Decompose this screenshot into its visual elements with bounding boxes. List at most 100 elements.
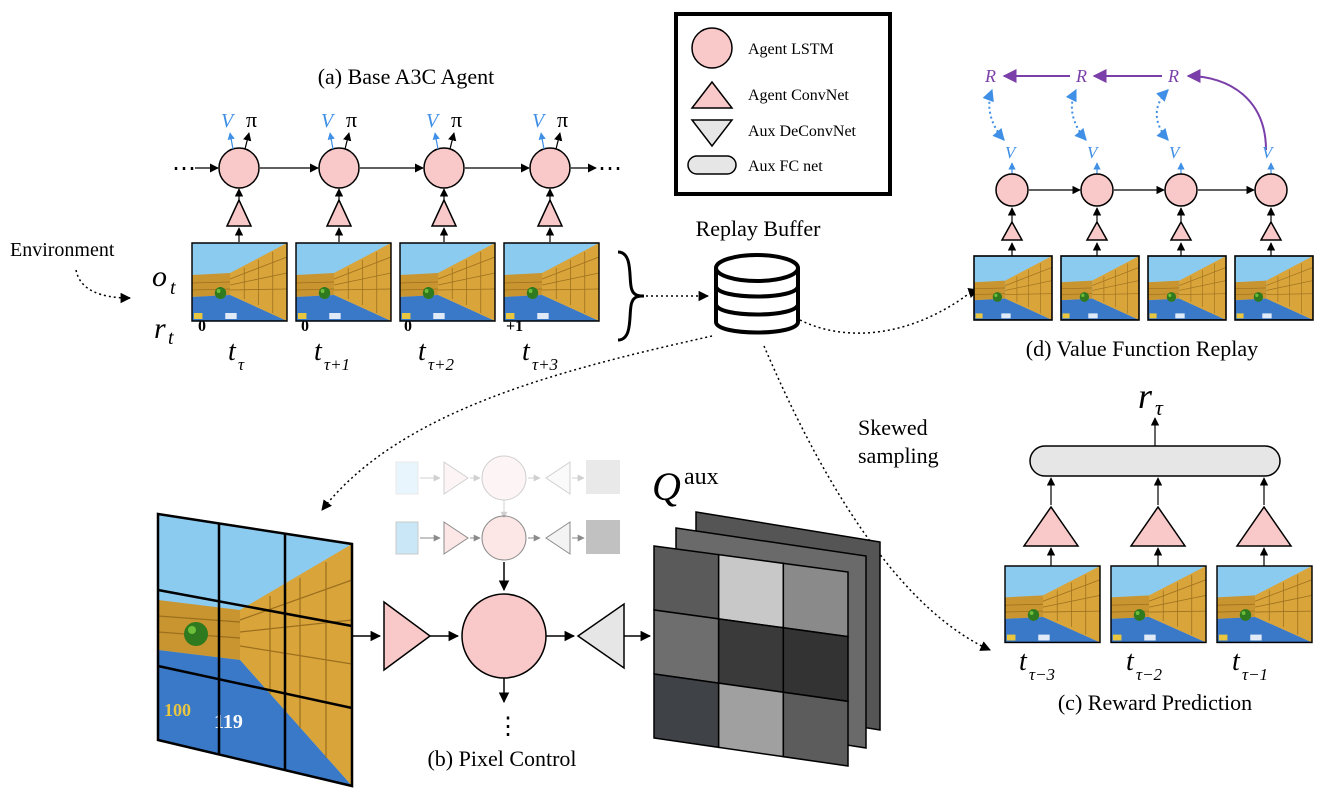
vr-step-3 (1164, 162, 1198, 256)
pixel-control-frame: 100 119 (156, 512, 354, 788)
reward-subscript: t (168, 327, 174, 349)
value-label: V (532, 110, 547, 132)
observation-frame-3 (399, 242, 496, 322)
a3c-step-2: V π (318, 107, 360, 242)
convnet-node (430, 198, 458, 227)
pixel-control-deconvnet (576, 602, 625, 670)
faded-past-step-2 (395, 515, 620, 561)
lstm-node (1164, 173, 1198, 207)
lstm-node (218, 147, 260, 189)
value-label: V (321, 110, 336, 132)
convnet-node (1169, 220, 1193, 241)
panel-d: R R R V V V V (973, 66, 1314, 361)
legend-fcnet-icon (687, 155, 737, 175)
a3c-step-3: V π (423, 107, 465, 242)
lstm-node (995, 173, 1029, 207)
fc-net-bar (1029, 445, 1281, 477)
to-value-replay-arrow (799, 288, 979, 334)
convnet-node (1129, 505, 1187, 547)
policy-label: π (346, 107, 357, 132)
q-aux-cell (653, 609, 720, 684)
legend-fcnet-label: Aux FC net (748, 158, 823, 175)
panel-a-title: (a) Base A3C Agent (318, 64, 495, 89)
rp-step-3 (1216, 477, 1313, 644)
value-label: V (221, 110, 236, 132)
policy-label: π (451, 107, 462, 132)
convnet-node (1085, 220, 1109, 241)
legend-deconvnet-icon (690, 119, 734, 148)
return-label-1: R (984, 66, 996, 86)
q-aux-cell (653, 545, 720, 620)
hud-health: 100 (164, 700, 191, 720)
q-aux-cell (782, 691, 849, 767)
svg-text:τ+2: τ+2 (428, 355, 455, 374)
panel-b-title: (b) Pixel Control (427, 746, 576, 771)
lstm-node (529, 147, 571, 189)
environment-arrow (75, 269, 132, 304)
q-aux-superscript: aux (684, 464, 719, 490)
reward-value-1: 0 (198, 318, 206, 335)
policy-label: π (246, 107, 257, 132)
value-label-d-3: V (1169, 143, 1182, 162)
observation-frame-2 (295, 242, 392, 322)
replay-buffer: Replay Buffer Skewed sampling (321, 216, 991, 651)
return-label-2: R (1075, 66, 1087, 86)
convnet-node (225, 198, 253, 227)
legend-convnet-label: Agent ConvNet (748, 87, 849, 104)
vr-frame-2 (1060, 255, 1140, 321)
vr-frame-4 (1234, 255, 1314, 321)
svg-text:τ+1: τ+1 (324, 355, 350, 374)
convnet-node (1235, 505, 1293, 547)
hud-score: 119 (214, 711, 243, 733)
vr-step-4 (1254, 162, 1288, 256)
return-label-3: R (1167, 66, 1179, 86)
panel-a: (a) Base A3C Agent ⋯ ⋯ V π V (152, 64, 645, 374)
lstm-node (1254, 173, 1288, 207)
q-aux-stack (653, 511, 881, 767)
svg-text:τ−1: τ−1 (1242, 665, 1268, 684)
convnet-node (1022, 505, 1080, 547)
episode-brace (617, 250, 645, 342)
legend-box: Agent LSTM Agent ConvNet Aux DeConvNet A… (674, 12, 892, 196)
observation-subscript: t (170, 277, 176, 299)
reward-value-2: 0 (301, 318, 309, 335)
svg-text:t: t (1019, 646, 1028, 677)
chain-end-ellipsis: ⋯ (598, 156, 622, 182)
panel-b: 100 119 (156, 455, 881, 788)
a3c-step-1: V π (218, 107, 260, 242)
a3c-step-4: V π (529, 107, 571, 242)
reward-target-symbol: r (1138, 376, 1153, 416)
pixel-control-lstm (461, 593, 547, 679)
reward-value-4: +1 (506, 318, 523, 335)
svg-text:t: t (1232, 646, 1241, 677)
faded-past-step-1 (395, 455, 620, 519)
q-aux-cell (717, 618, 785, 694)
convnet-node (325, 198, 353, 227)
q-aux-cell (782, 562, 849, 638)
rp-step-2 (1110, 477, 1207, 644)
convnet-node (1259, 220, 1283, 241)
vr-frame-1 (973, 255, 1053, 321)
legend-deconvnet-label: Aux DeConvNet (748, 123, 857, 140)
q-aux-cell (717, 682, 785, 758)
svg-text:t: t (314, 336, 323, 367)
lstm-node (318, 147, 360, 189)
convnet-node (1000, 220, 1024, 241)
q-aux-cell (653, 673, 720, 749)
svg-text:t: t (228, 336, 237, 367)
q-aux-front-grid (653, 545, 849, 767)
pixel-control-ellipsis: ⋮ (496, 714, 520, 740)
svg-text:t: t (1126, 646, 1135, 677)
skewed-sampling-label-1: Skewed (858, 415, 928, 440)
observation-frame-4 (503, 242, 600, 322)
policy-label: π (557, 107, 568, 132)
environment-label: Environment (10, 239, 115, 261)
